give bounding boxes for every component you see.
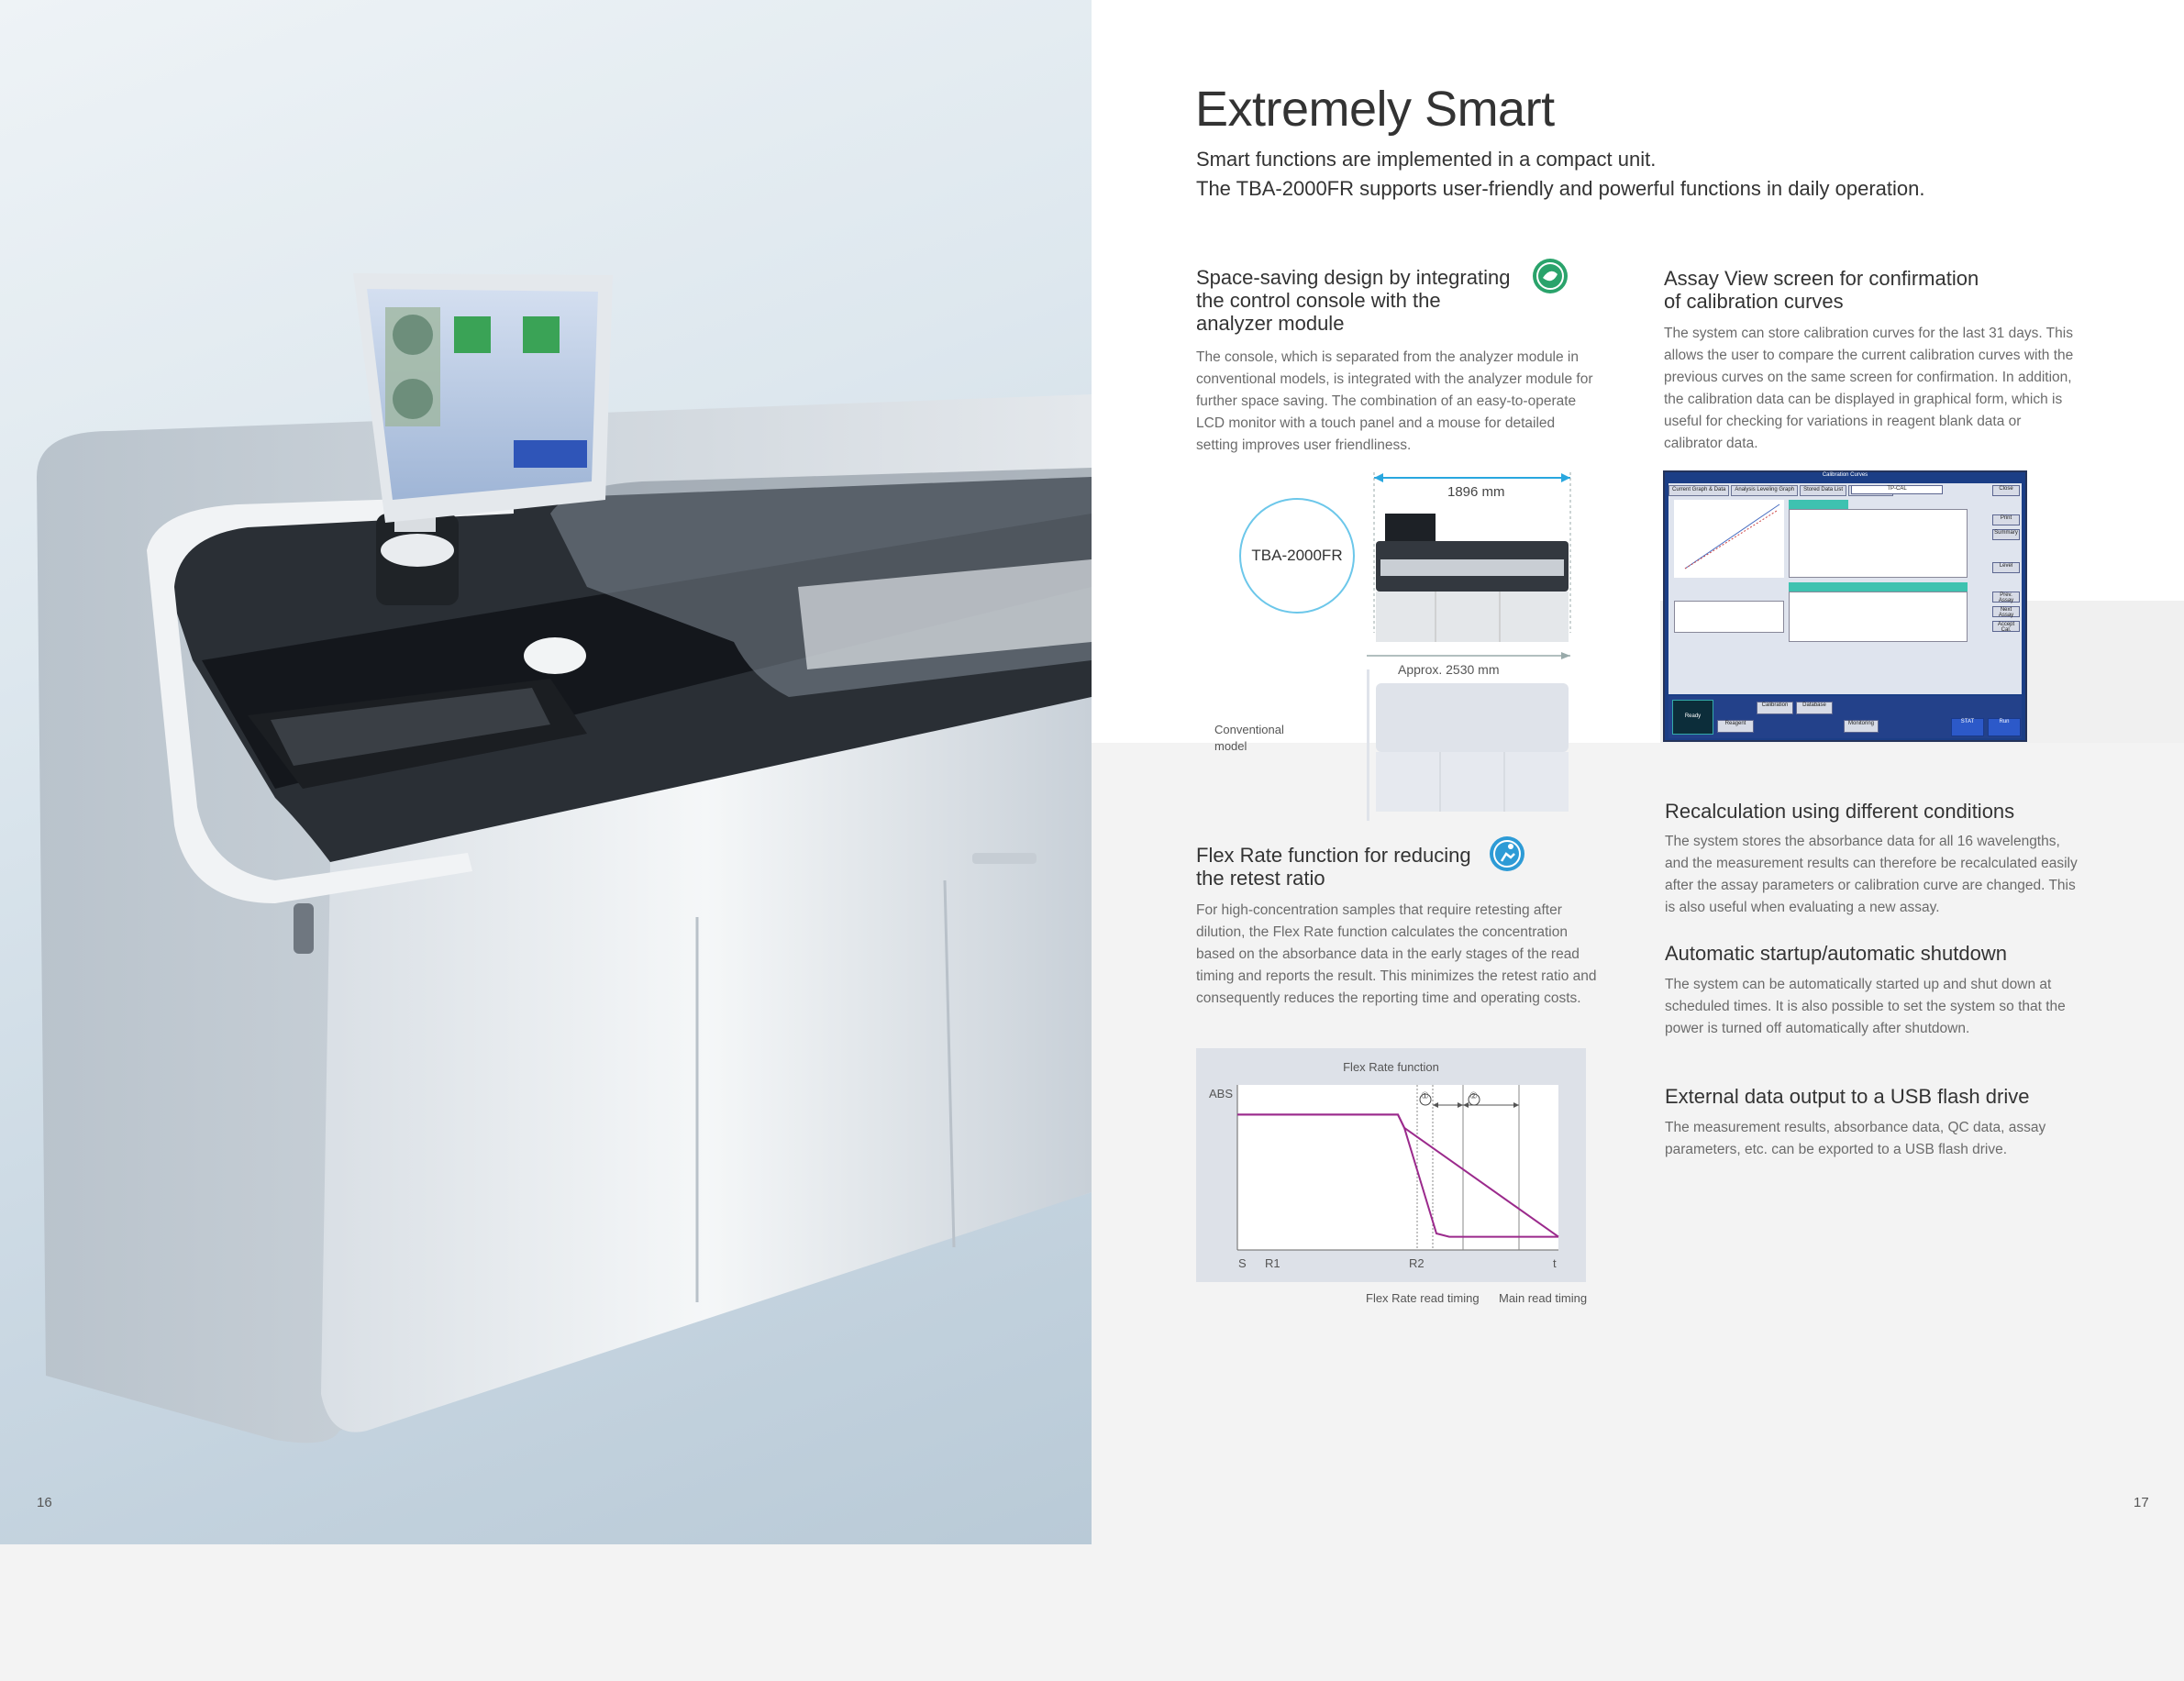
usb-body: The measurement results, absorbance data…	[1665, 1120, 2046, 1157]
space-saving-heading-line-2: the control console with the	[1196, 289, 1441, 312]
assay-view-heading-line-1: Assay View screen for confirmation	[1664, 267, 1979, 290]
model-label: TBA-2000FR	[1251, 547, 1343, 564]
page-subtitle: Smart functions are implemented in a com…	[1196, 145, 1924, 204]
space-saving-heading-line-1: Space-saving design by integrating	[1196, 266, 1511, 289]
print-button[interactable]: Print	[1992, 514, 2020, 525]
conventional-label-line-2: model	[1214, 739, 1247, 753]
screen-table2-header	[1789, 582, 1968, 592]
flex-rate-heading-line-1: Flex Rate function for reducing	[1196, 844, 1471, 867]
flex-rate-heading-line-2: the retest ratio	[1196, 867, 1325, 890]
conventional-label-line-1: Conventional	[1214, 723, 1284, 736]
level-button[interactable]: Level	[1992, 562, 2020, 573]
startup-body: The system can be automatically started …	[1665, 977, 2066, 1036]
space-saving-body: The console, which is separated from the…	[1196, 349, 1593, 453]
usb-heading: External data output to a USB flash driv…	[1665, 1085, 2030, 1108]
screen-tab-stored[interactable]: Stored Data List	[1800, 485, 1847, 496]
runner-icon	[1490, 836, 1524, 871]
flex-chart-title: Flex Rate function	[1343, 1060, 1439, 1074]
recalculation-heading: Recalculation using different conditions	[1665, 800, 2015, 823]
page-number-left: 16	[37, 1495, 52, 1510]
status-indicator: Ready	[1672, 700, 1713, 735]
subtitle-line-1: Smart functions are implemented in a com…	[1196, 148, 1657, 171]
run-button[interactable]: Run	[1988, 718, 2021, 736]
flex-chart	[1236, 1085, 1559, 1251]
calibration-screen: Calibration Curves Current Graph & Data …	[1663, 470, 2027, 742]
space-saving-heading: Space-saving design by integrating the c…	[1196, 266, 1510, 335]
reagent-button[interactable]: Reagent	[1717, 720, 1754, 733]
chart-ylabel: ABS	[1209, 1087, 1234, 1100]
legend-flex-rate: Flex Rate read timing	[1366, 1291, 1480, 1305]
page-number-right: 17	[2134, 1495, 2149, 1510]
new-width-label: 1896 mm	[1447, 484, 1505, 500]
chart-xtick-t: t	[1553, 1256, 1557, 1270]
accept-cal-button[interactable]: Accept Cal.	[1992, 621, 2020, 633]
space-saving-heading-line-3: analyzer module	[1196, 312, 1345, 335]
assay-view-body: The system can store calibration curves …	[1664, 326, 2074, 451]
next-assay-button[interactable]: Next Assay	[1992, 606, 2020, 618]
subtitle-line-2: The TBA-2000FR supports user-friendly an…	[1196, 177, 1925, 200]
screen-table	[1789, 509, 1968, 578]
screen-tab-current[interactable]: Current Graph & Data	[1668, 485, 1730, 496]
product-photo: 16	[0, 0, 1092, 1544]
calibration-button[interactable]: Calibration	[1757, 702, 1793, 714]
dimension-diagram	[1367, 472, 1571, 821]
analyzer-illustration	[37, 273, 1092, 1443]
page-title: Extremely Smart	[1195, 82, 1555, 137]
screen-title: Calibration Curves	[1822, 472, 1868, 478]
screen-graph	[1674, 500, 1784, 578]
summary-button[interactable]: Summary	[1992, 529, 2020, 540]
screen-tab-leveling[interactable]: Analysis Leveling Graph	[1731, 485, 1799, 496]
close-button[interactable]: Close	[1992, 485, 2020, 496]
chart-xtick-r2: R2	[1409, 1256, 1425, 1270]
screen-table2	[1789, 592, 1968, 642]
flex-curves	[1237, 1113, 1559, 1238]
screen-update-info	[1674, 601, 1784, 633]
eco-icon	[1533, 259, 1568, 293]
database-button[interactable]: Database	[1796, 702, 1833, 714]
conventional-width-label: Approx. 2530 mm	[1398, 662, 1500, 677]
flex-rate-heading: Flex Rate function for reducing the rete…	[1196, 844, 1471, 890]
recalculation-body: The system stores the absorbance data fo…	[1665, 834, 2078, 915]
prev-assay-button[interactable]: Prev. Assay	[1992, 592, 2020, 603]
marker-1: ①	[1421, 1091, 1429, 1101]
chart-xtick-r1: R1	[1265, 1256, 1280, 1270]
screen-field[interactable]: TP-CAL	[1851, 485, 1943, 494]
flex-rate-body: For high-concentration samples that requ…	[1196, 902, 1597, 1006]
model-circle: TBA-2000FR	[1239, 498, 1355, 614]
stat-button[interactable]: STAT	[1951, 718, 1984, 736]
assay-view-heading-line-2: of calibration curves	[1664, 290, 1844, 313]
assay-view-heading: Assay View screen for confirmation of ca…	[1664, 267, 1979, 313]
legend-main: Main read timing	[1499, 1291, 1588, 1305]
chart-xtick-s: S	[1238, 1256, 1247, 1270]
monitoring-button[interactable]: Monitoring	[1844, 720, 1879, 733]
flex-curve-2	[1237, 1113, 1559, 1238]
marker-2: ②	[1469, 1091, 1478, 1101]
startup-heading: Automatic startup/automatic shutdown	[1665, 942, 2007, 965]
conventional-label: Conventional model	[1214, 722, 1284, 755]
screen-table-header	[1789, 500, 1848, 509]
